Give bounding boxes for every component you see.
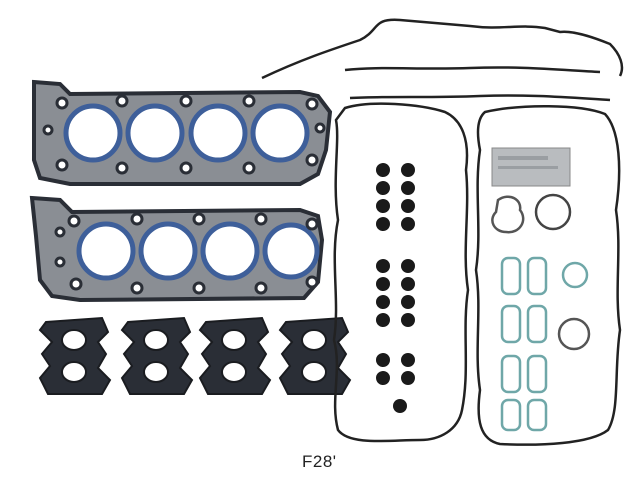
intake-gaskets [38,316,352,395]
intake-gasket-4 [278,316,352,395]
valve-cover-gasket-left [332,102,470,443]
intake-gasket-1 [38,316,112,395]
intake-gasket-2 [120,316,194,395]
head-gasket-lower [29,195,325,303]
valve-cover-gasket-right [474,105,622,446]
part-number-label: F28' [302,452,337,471]
head-gasket-upper [32,79,333,186]
valve-stem-seals [376,163,415,413]
timing-cover-seals [261,18,624,102]
o-rings [491,193,591,432]
intake-gasket-3 [198,316,272,395]
sealant-packet [491,147,571,187]
valve-cover-gaskets [332,102,622,446]
